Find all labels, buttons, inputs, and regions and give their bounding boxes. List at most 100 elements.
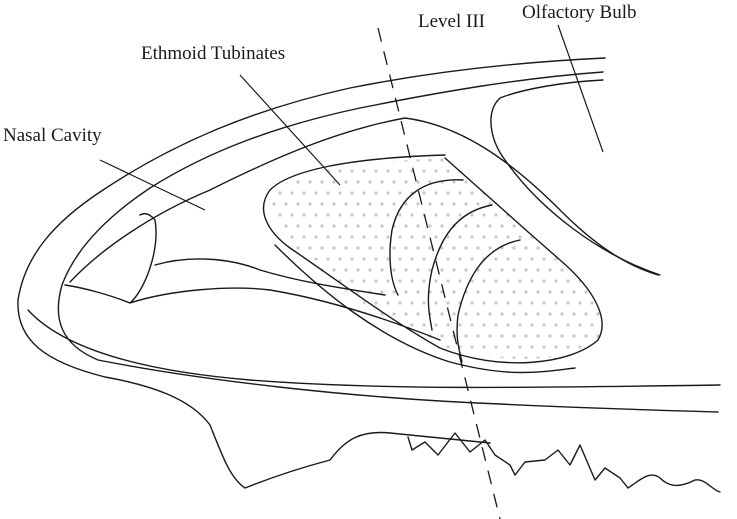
stipple-dot (344, 290, 348, 294)
stipple-dot (578, 191, 582, 195)
stipple-dot (590, 213, 594, 217)
palate-line (27, 309, 721, 389)
stipple-dot (362, 257, 366, 261)
stipple-dot (428, 158, 432, 162)
stipple-dot (548, 246, 552, 250)
stipple-dot (278, 257, 282, 261)
stipple-dot (398, 367, 401, 370)
stipple-dot (470, 279, 474, 283)
stipple-dot (386, 367, 389, 370)
stipple-dot (266, 169, 270, 173)
stipple-dot (422, 191, 426, 195)
stipple-dot (326, 279, 330, 283)
stipple-dot (266, 367, 269, 370)
stipple-dot (494, 169, 498, 173)
snout-outer-outline (17, 57, 606, 489)
stipple-dot (458, 213, 462, 217)
stipple-dot (344, 334, 348, 338)
stipple-dot (398, 235, 402, 239)
stipple-dot (380, 224, 384, 228)
stipple-dot (296, 246, 300, 250)
stipple-dot (488, 356, 492, 359)
stipple-dot (266, 235, 270, 239)
maxilloturbinate (64, 212, 157, 304)
stipple-dot (458, 191, 462, 195)
stipple-dot (590, 301, 594, 305)
stipple-dot (452, 202, 456, 206)
stipple-dot (362, 213, 366, 217)
stipple-dot (362, 367, 365, 370)
stipple-dot (500, 312, 504, 316)
stipple-dot (572, 158, 576, 162)
stipple-dot (404, 180, 408, 184)
stipple-dot (332, 224, 336, 228)
ethmoid-outer-contour (274, 244, 576, 374)
stipple-dot (524, 268, 528, 272)
stipple-dot (566, 279, 570, 283)
stipple-dot (530, 279, 534, 283)
stipple-dot (290, 367, 293, 370)
stipple-dot (506, 323, 510, 327)
stipple-dot (542, 213, 546, 217)
stipple-dot (410, 213, 414, 217)
stipple-dot (464, 246, 468, 250)
stipple-dot (272, 180, 276, 184)
stipple-dot (524, 158, 528, 162)
stipple-dot (512, 224, 516, 228)
stipple-dot (536, 290, 540, 294)
stipple-dot (314, 235, 318, 239)
stipple-dot (602, 345, 605, 348)
stipple-dot (512, 356, 516, 359)
stipple-dot (344, 224, 348, 228)
stipple-dot (350, 345, 354, 349)
stipple-dot (488, 158, 492, 162)
stipple-dot (284, 268, 288, 272)
stipple-dot (356, 180, 360, 184)
stipple-dot (284, 312, 288, 316)
stipple-dot (290, 279, 294, 283)
stipple-dot (494, 367, 497, 370)
stipple-dot (488, 180, 492, 184)
stipple-dot (332, 290, 336, 294)
stipple-dot (482, 345, 486, 349)
stipple-dot (440, 224, 444, 228)
stipple-dot (476, 180, 480, 184)
stipple-dot (578, 323, 582, 327)
stipple-dot (398, 345, 402, 349)
stipple-dot (446, 235, 450, 239)
stipple-dot (488, 224, 492, 228)
stipple-dot (596, 268, 600, 272)
stipple-dot (338, 257, 342, 261)
level-iii-section-line (377, 27, 501, 519)
stipple-dot (506, 279, 510, 283)
stipple-dot (422, 345, 426, 349)
stipple-dot (602, 191, 605, 194)
stipple-dot (578, 235, 582, 239)
stipple-dot (314, 301, 318, 305)
stipple-dot (452, 158, 456, 162)
stipple-dot (368, 268, 372, 272)
stipple-dot (374, 367, 377, 370)
stipple-dot (530, 367, 533, 370)
stipple-dot (404, 290, 408, 294)
stipple-dot (446, 345, 450, 349)
stipple-dot (440, 312, 444, 316)
stipple-dot (320, 334, 324, 338)
stipple-dot (518, 257, 522, 261)
stipple-dot (344, 180, 348, 184)
stipple-dot (398, 279, 402, 283)
stipple-dot (596, 180, 600, 184)
stipple-dot (272, 246, 276, 250)
stipple-dot (572, 246, 576, 250)
stipple-dot (296, 312, 300, 316)
stipple-dot (500, 290, 504, 294)
stipple-dot (422, 169, 426, 173)
stipple-dot (584, 224, 588, 228)
stipple-dot (602, 367, 605, 370)
stipple-dot (302, 213, 306, 217)
stipple-dot (362, 301, 366, 305)
stipple-dot (470, 301, 474, 305)
stipple-dot (566, 257, 570, 261)
stipple-dot (590, 191, 594, 195)
stipple-dot (596, 312, 600, 316)
